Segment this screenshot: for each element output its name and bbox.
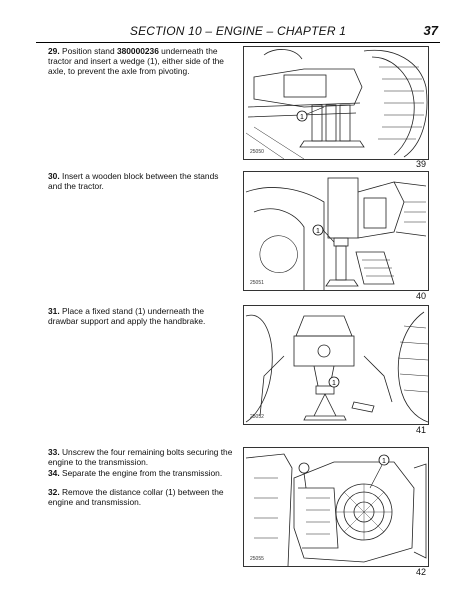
figure-40-illustration: 1 25051	[243, 171, 429, 291]
step-text: Insert a wooden block between the stands…	[48, 171, 219, 192]
step-number: 31.	[48, 306, 60, 316]
callout-1: 1	[316, 228, 320, 235]
step-text-pre: Position stand	[62, 46, 117, 56]
engine-transmission-separation-drawing: 1	[245, 453, 427, 566]
step-number: 32.	[48, 487, 60, 497]
step-text: Remove the distance collar (1) between t…	[48, 487, 224, 508]
callout-1: 1	[332, 380, 336, 387]
figure-number: 39	[415, 159, 426, 169]
figure-code: 25055	[250, 556, 264, 562]
step-30: 30.Insert a wooden block between the sta…	[48, 171, 234, 191]
step-text: Place a fixed stand (1) underneath the d…	[48, 306, 206, 327]
figure-42-illustration: 1 25055	[243, 447, 429, 567]
step-text-post: underneath the tractor and insert a wedg…	[48, 46, 224, 77]
step-number: 34.	[48, 468, 60, 478]
step-31: 31.Place a fixed stand (1) underneath th…	[48, 306, 234, 326]
figure-code: 25050	[250, 149, 264, 155]
step-text: Separate the engine from the transmissio…	[62, 468, 223, 478]
step-number: 33.	[48, 447, 60, 457]
page-number: 37	[423, 23, 438, 38]
step-number: 30.	[48, 171, 60, 181]
figure-number: 42	[415, 567, 426, 577]
callout-1: 1	[300, 114, 304, 121]
figure-41-illustration: 1 25052	[243, 305, 429, 425]
step-32: 32.Remove the distance collar (1) betwee…	[48, 487, 234, 507]
figure-number: 40	[415, 291, 426, 301]
figure-code: 25051	[250, 280, 264, 286]
wooden-block-stand-drawing: 1	[245, 177, 427, 290]
section-title: SECTION 10 – ENGINE – CHAPTER 1	[129, 24, 347, 38]
step-text: Unscrew the four remaining bolts securin…	[48, 447, 233, 468]
callout-1: 1	[382, 458, 386, 465]
part-number: 380000236	[116, 46, 159, 56]
figure-number: 41	[415, 425, 426, 435]
step-number: 29.	[48, 46, 60, 56]
step-29: 29.Position stand 380000236 underneath t…	[48, 46, 234, 77]
step-34: 34.Separate the engine from the transmis…	[48, 468, 234, 478]
step-33: 33.Unscrew the four remaining bolts secu…	[48, 447, 234, 467]
page-header: SECTION 10 – ENGINE – CHAPTER 1 37	[36, 22, 440, 43]
drawbar-fixed-stand-drawing: 1	[245, 311, 428, 423]
figure-39-illustration: 1 25050	[243, 46, 429, 160]
tractor-axle-stand-drawing: 1	[245, 49, 428, 159]
figure-code: 25052	[250, 414, 264, 420]
